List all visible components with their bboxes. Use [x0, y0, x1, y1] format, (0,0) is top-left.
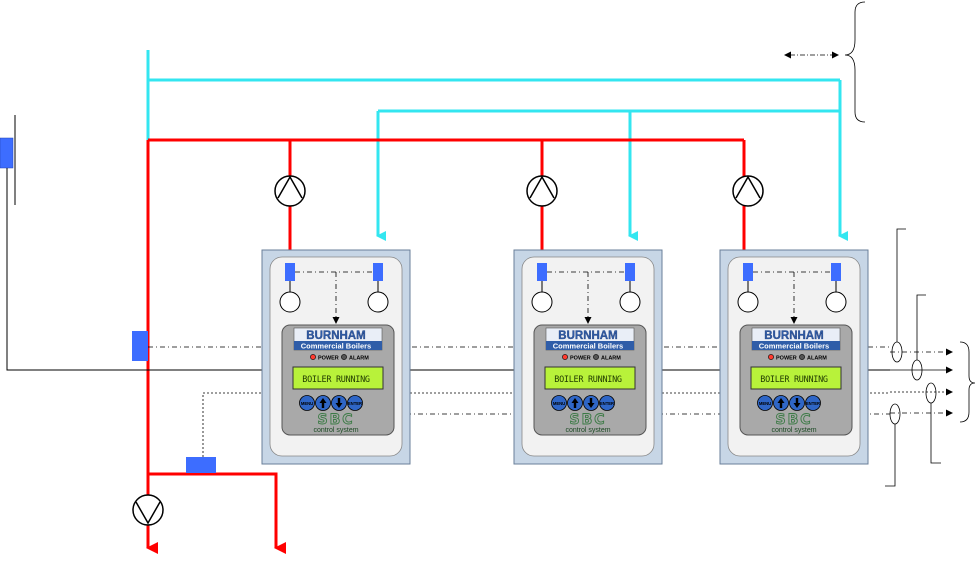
legend-brace-icon — [844, 1, 866, 123]
brand-subtitle: Commercial Boilers — [759, 342, 829, 351]
current-sensor-4-icon — [889, 403, 901, 425]
alarm-label: ALARM — [601, 356, 621, 362]
arrow-down-icon — [793, 398, 801, 408]
pump-boiler-1-icon — [274, 175, 306, 207]
alarm-led-icon — [593, 354, 599, 360]
arrow-up-icon — [571, 398, 579, 408]
current-sensor-3-icon — [925, 382, 937, 404]
power-label: POWER — [776, 356, 797, 362]
brand-name: BURNHAM — [558, 330, 617, 342]
supply-branch-right — [148, 472, 286, 554]
sbc-logo-subtitle: control system — [771, 427, 816, 434]
return-connection-icon — [619, 291, 641, 313]
menu-button-icon — [757, 395, 773, 411]
lcd-status-text: BOILER RUNNING — [554, 375, 622, 385]
supply-temp-sensor-icon — [285, 263, 295, 281]
enter-button-label: ENTER — [600, 401, 614, 406]
brand-name: BURNHAM — [306, 330, 365, 342]
sbc-logo: SBC — [317, 412, 354, 428]
brand-subtitle: Commercial Boilers — [301, 342, 371, 351]
supply-temp-sensor-icon — [743, 263, 753, 281]
arrow-up-icon — [777, 398, 785, 408]
system-pump-icon — [132, 494, 164, 526]
brand-subtitle-bar — [752, 341, 840, 350]
supply-piping — [146, 138, 746, 554]
alarm-label: ALARM — [807, 356, 827, 362]
arrow-down-icon — [335, 398, 343, 408]
output-signals — [885, 228, 976, 487]
lcd-status-text: BOILER RUNNING — [760, 375, 828, 385]
menu-button-label: MENU — [301, 401, 313, 406]
enter-button-icon — [805, 395, 821, 411]
brand-subtitle: Commercial Boilers — [553, 342, 623, 351]
menu-button-label: MENU — [759, 401, 771, 406]
power-label: POWER — [570, 356, 591, 362]
sbc-logo: SBC — [569, 412, 606, 428]
alarm-label: ALARM — [349, 356, 369, 362]
return-temp-sensor-icon — [373, 263, 383, 281]
pump-boiler-3-icon — [732, 175, 764, 207]
return-connection-icon — [825, 291, 847, 313]
sbc-logo-subtitle: control system — [313, 427, 358, 434]
power-led-icon — [562, 354, 568, 360]
supply-temp-sensor-icon — [537, 263, 547, 281]
enter-button-label: ENTER — [806, 401, 820, 406]
menu-button-icon — [551, 395, 567, 411]
lcd-status-text: BOILER RUNNING — [302, 375, 370, 385]
lcd-display — [544, 366, 636, 390]
system-supply-sensor-icon — [132, 331, 148, 361]
enter-button-icon — [599, 395, 615, 411]
supply-connection-icon — [737, 291, 759, 313]
arrow-up-icon — [319, 398, 327, 408]
outdoor-sensor — [0, 115, 262, 371]
legend-area — [784, 1, 866, 123]
sbc-logo-subtitle: control system — [565, 427, 610, 434]
power-led-icon — [768, 354, 774, 360]
return-temp-sensor-icon — [831, 263, 841, 281]
alarm-led-icon — [799, 354, 805, 360]
return-connection-icon — [367, 291, 389, 313]
lcd-display — [292, 366, 384, 390]
brand-subtitle-bar — [294, 341, 382, 350]
return-sensor-wire — [202, 392, 262, 457]
power-label: POWER — [318, 356, 339, 362]
sbc-logo: SBC — [775, 412, 812, 428]
return-temp-sensor-icon — [625, 263, 635, 281]
return-piping — [146, 50, 848, 241]
enter-button-label: ENTER — [348, 401, 362, 406]
pump-boiler-2-icon — [526, 175, 558, 207]
supply-connection-icon — [279, 291, 301, 313]
brand-subtitle-bar — [546, 341, 634, 350]
system-return-sensor-icon — [186, 457, 216, 473]
menu-button-icon — [299, 395, 315, 411]
output-brace-icon — [959, 341, 976, 423]
enter-button-icon — [347, 395, 363, 411]
lcd-display — [750, 366, 842, 390]
outdoor-sensor-icon — [0, 137, 14, 169]
power-led-icon — [310, 354, 316, 360]
supply-connection-icon — [531, 291, 553, 313]
alarm-led-icon — [341, 354, 347, 360]
menu-button-label: MENU — [553, 401, 565, 406]
brand-name: BURNHAM — [764, 330, 823, 342]
arrow-down-icon — [587, 398, 595, 408]
